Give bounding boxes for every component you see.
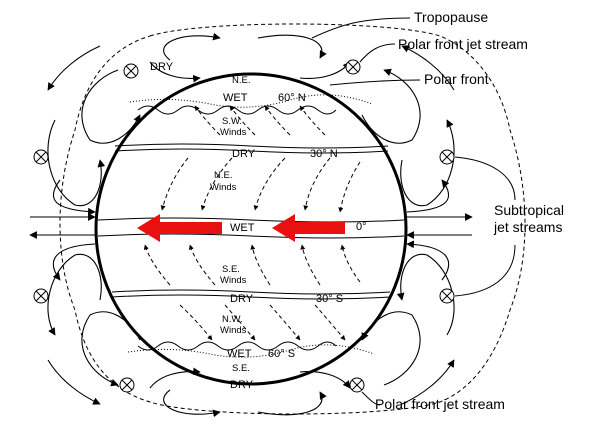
lat-eq: 0° [356,221,367,233]
lat-60n: 60° N [278,92,306,104]
jet-marker-icon [345,59,361,75]
wind-se-1: S.E. [222,264,240,275]
wet-60n-label: WET [223,92,248,104]
subtropical-label-2: jet streams [493,219,562,235]
subtropical-label-1: Subtropical [494,202,564,218]
dry-bottom-label: DRY [230,379,254,391]
wind-sw-1: S.W. [222,116,242,127]
red-arrow-right [272,214,345,242]
dry-30s-label: DRY [230,293,254,305]
tropopause-label: Tropopause [414,9,488,25]
wind-se-2: Winds [220,275,247,286]
polar-jet-top-label: Polar front jet stream [398,36,528,52]
jet-marker-icon [123,63,139,79]
red-arrow-left [137,214,222,242]
wind-nw-2: Winds [220,325,247,336]
surface-wind-arrows [143,105,361,341]
wet-eq-label: WET [230,222,255,234]
equatorial-easterlies [137,214,345,242]
dry-30n-label: DRY [232,148,256,160]
polar-front-label: Polar front [424,71,489,87]
dry-top-label: DRY [150,61,174,73]
wind-ne-2: Winds [210,182,237,193]
earth-globe [94,72,408,386]
jet-marker-icon [33,288,49,304]
wind-ne-1: N.E. [214,170,232,181]
latitude-lines [97,94,405,358]
wind-sw-2: Winds [220,127,247,138]
circulation-cells-left [29,45,141,405]
lat-30s: 30° S [316,293,343,305]
wind-ne-top: N.E. [232,75,250,86]
polar-jet-bottom-label: Polar front jet stream [375,396,505,412]
circulation-cells-right [361,45,473,405]
tropopause-boundary [59,23,526,415]
jet-marker-icon [349,377,365,393]
wind-nw-1: N.W. [222,314,243,325]
jet-marker-icon [439,288,455,304]
lat-30n: 30° N [310,148,338,160]
jet-marker-icon [439,149,455,165]
jet-marker-icon [33,149,49,165]
leader-lines [311,17,516,406]
wind-se-bottom: S.E. [232,363,250,374]
jet-marker-icon [119,377,135,393]
jet-stream-markers [33,59,455,393]
lat-60s: 60° S [268,348,295,360]
wet-60s-label: WET [227,348,252,360]
